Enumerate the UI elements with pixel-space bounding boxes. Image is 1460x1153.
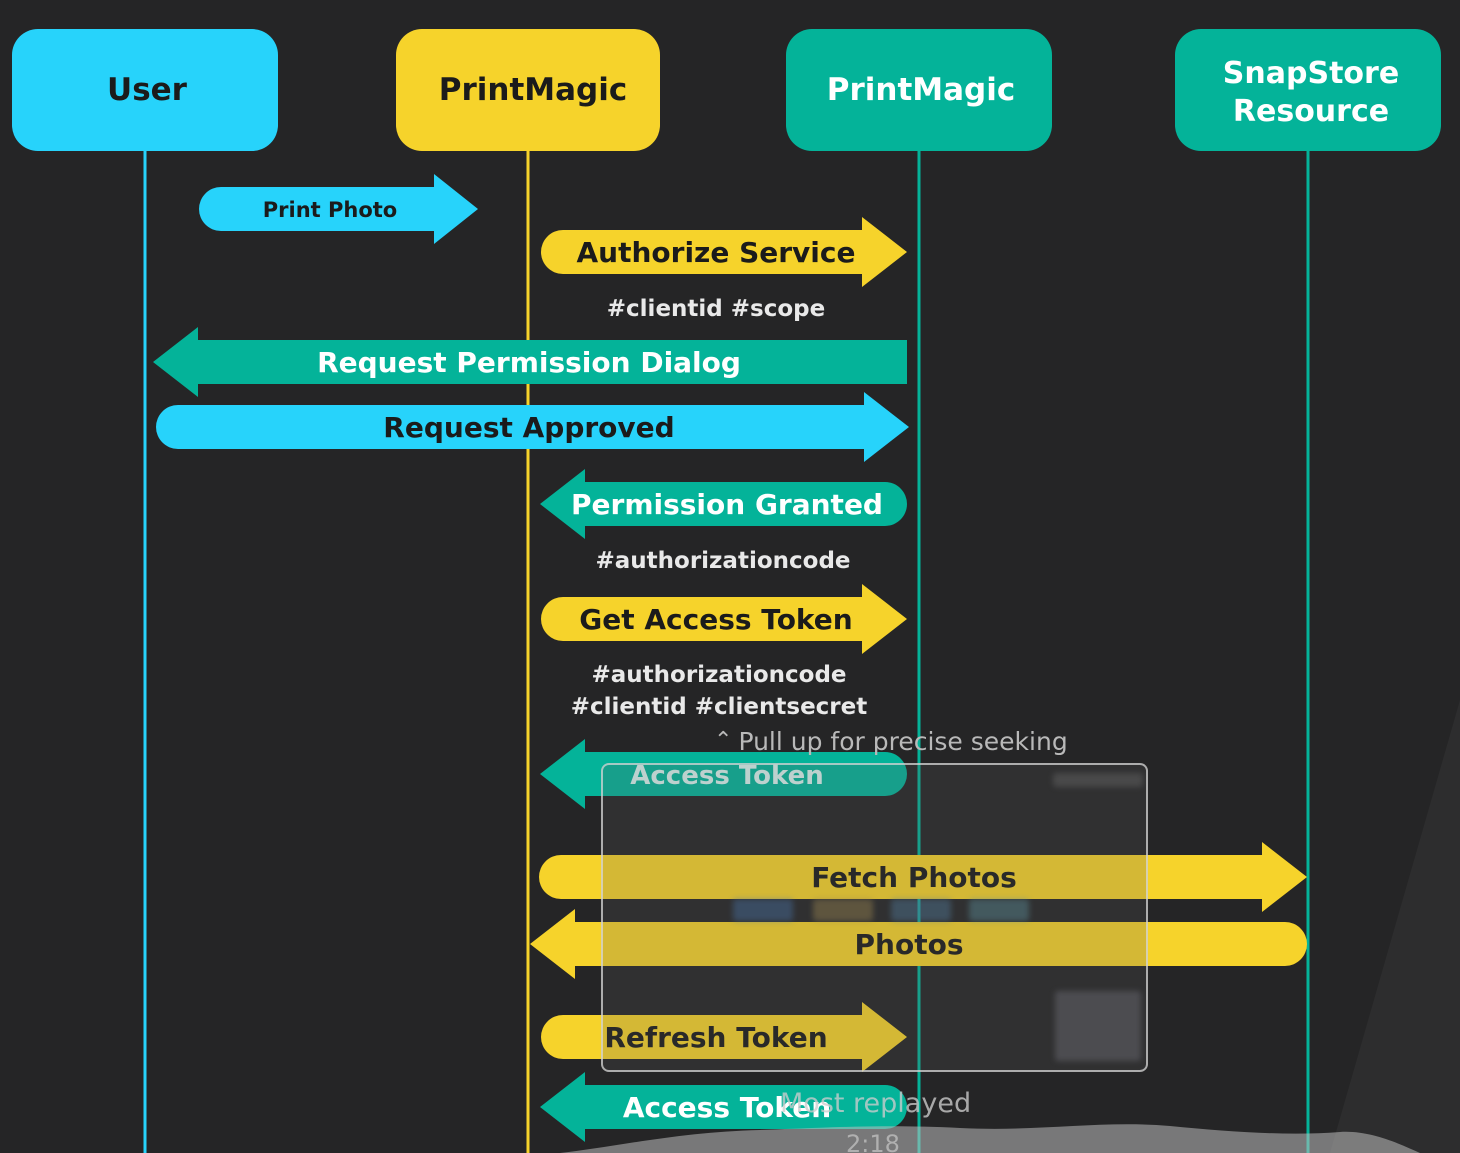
message-print-photo-label: Print Photo (263, 198, 397, 222)
seek-hint: ⌃ Pull up for precise seeking (714, 724, 1068, 758)
note-token-params-line2: #clientid #clientsecret (571, 694, 868, 720)
message-refresh-token-label: Refresh Token (604, 1021, 827, 1054)
message-refresh-token: Refresh Token (541, 1002, 907, 1072)
double-chevron-up-icon: ⌃ (714, 728, 733, 753)
message-photos-label: Photos (855, 928, 964, 961)
actor-user: User (12, 29, 278, 151)
message-permission-granted: Permission Granted (540, 469, 907, 539)
actor-user-label: User (107, 72, 188, 108)
thumbnail-blur (1055, 991, 1141, 1061)
message-permission-granted-label: Permission Granted (571, 488, 883, 521)
most-replayed-label: Most replayed (780, 1088, 972, 1119)
message-get-access-token-label: Get Access Token (579, 603, 852, 636)
actor-printmagic-client-label: PrintMagic (439, 72, 627, 108)
note-token-params-line1: #authorizationcode (591, 662, 846, 688)
note-authorize-params: #clientid #scope (607, 296, 825, 322)
message-authorize-service-label: Authorize Service (576, 236, 855, 269)
background-wedge (1330, 700, 1460, 1153)
actor-snapstore-label-line2: Resource (1233, 94, 1389, 129)
message-request-permission-dialog-label: Request Permission Dialog (317, 346, 741, 379)
message-photos: Photos (530, 909, 1307, 979)
message-request-approved: Request Approved (156, 392, 909, 462)
actor-printmagic-auth-label: PrintMagic (827, 72, 1015, 108)
message-get-access-token: Get Access Token (541, 584, 907, 654)
message-request-permission-dialog: Request Permission Dialog (153, 327, 907, 397)
message-request-approved-label: Request Approved (383, 411, 674, 444)
message-authorize-service: Authorize Service (541, 217, 907, 287)
thumbnail-blur (733, 899, 793, 921)
message-fetch-photos-label: Fetch Photos (811, 861, 1017, 894)
thumbnail-blur (1053, 773, 1143, 787)
actor-printmagic-client: PrintMagic (396, 29, 660, 151)
thumbnail-blur (891, 899, 951, 921)
most-replayed-heatmap[interactable] (0, 1110, 1460, 1153)
actor-snapstore: SnapStore Resource (1175, 29, 1441, 151)
message-print-photo: Print Photo (199, 174, 478, 244)
seek-preview-thumbnail (601, 763, 1148, 1072)
actor-printmagic-auth: PrintMagic (786, 29, 1052, 151)
message-access-token-1: Access Token (540, 739, 907, 809)
message-access-token-2: Access Token (540, 1072, 907, 1142)
actor-snapstore-label-line1: SnapStore (1223, 56, 1399, 91)
thumbnail-blur (969, 899, 1029, 921)
seek-timecode: 2:18 (846, 1130, 900, 1153)
note-permission-params: #authorizationcode (595, 548, 850, 574)
message-access-token-1-label: Access Token (630, 761, 823, 791)
seek-hint-text: Pull up for precise seeking (738, 726, 1068, 756)
message-access-token-2-label: Access Token (623, 1091, 831, 1124)
thumbnail-blur (813, 899, 873, 921)
message-fetch-photos: Fetch Photos (539, 842, 1307, 912)
